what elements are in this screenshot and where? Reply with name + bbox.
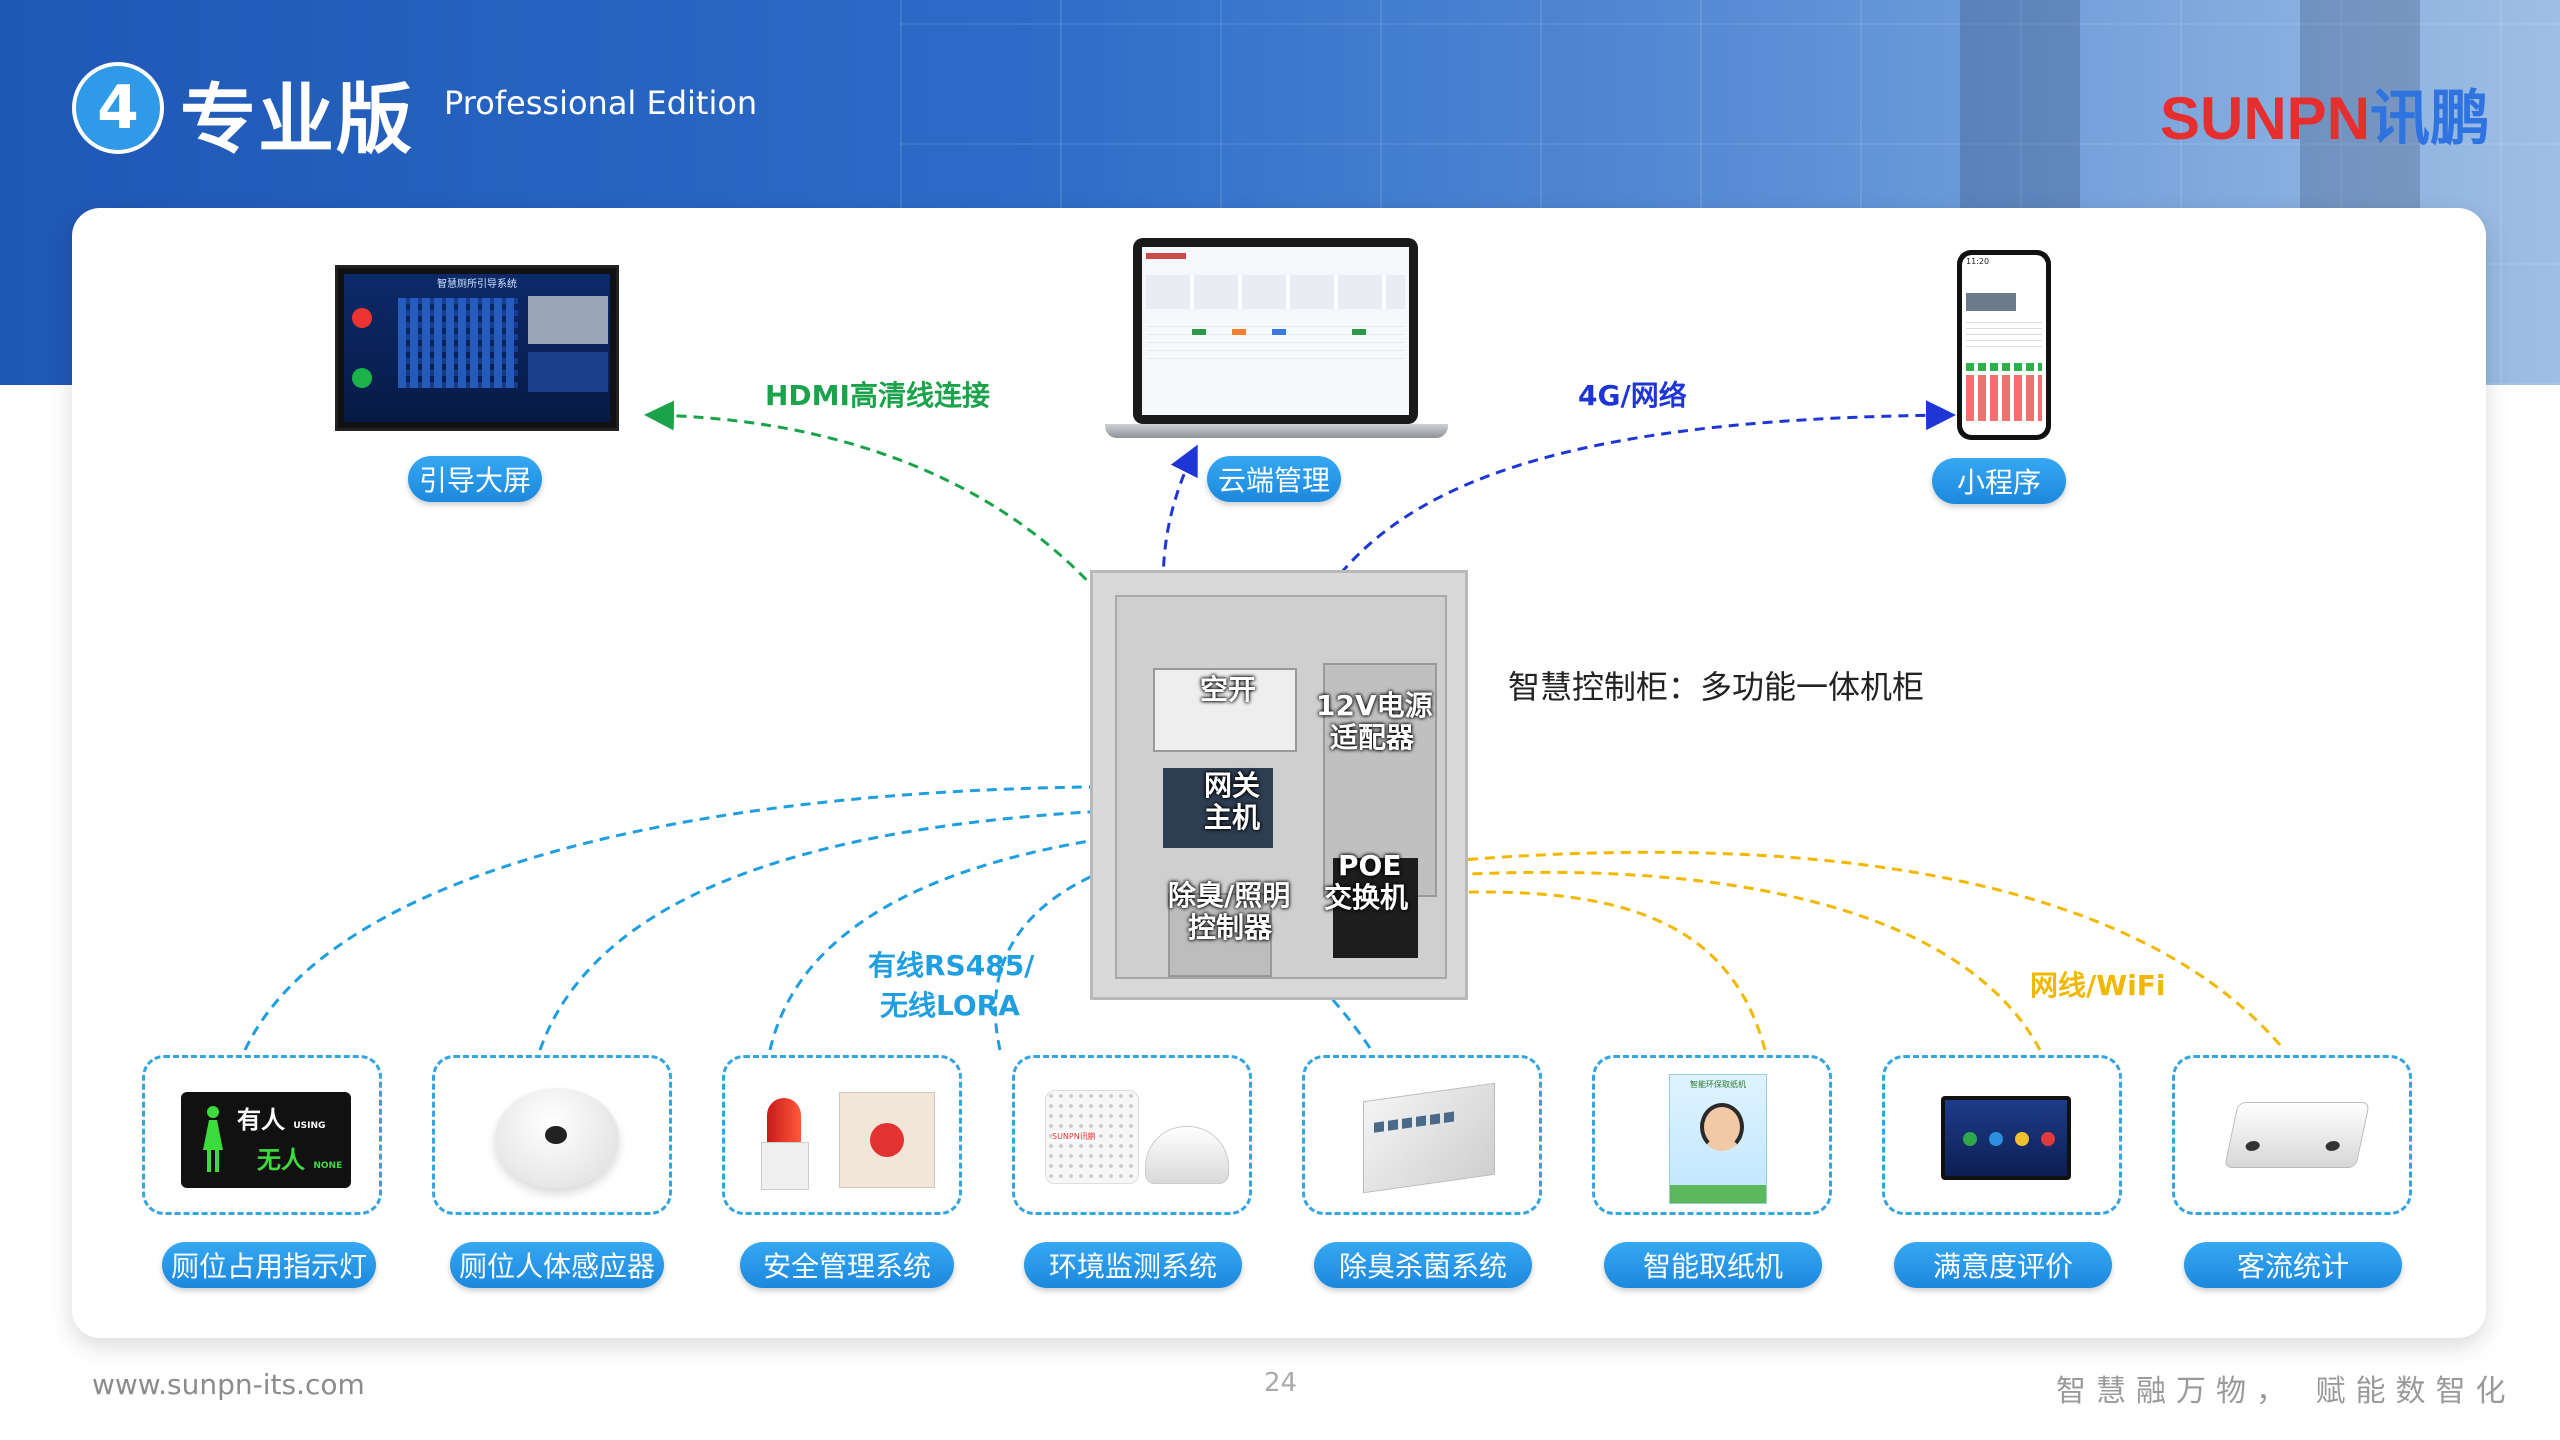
poe-label-1: POE [1338, 849, 1402, 882]
rating-terminal-image [1941, 1096, 2071, 1180]
device-card: 智能环保取纸机 [1592, 1055, 1832, 1215]
sign-using-text: 有人 [237, 1106, 285, 1134]
smoke-detector-image [1145, 1126, 1229, 1184]
device-label: 满意度评价 [1894, 1242, 2112, 1288]
controller-label-1: 除臭/照明 [1168, 879, 1291, 912]
controller-label-2: 控制器 [1188, 911, 1273, 944]
device-label: 智能取纸机 [1604, 1242, 1822, 1288]
device-card [722, 1055, 962, 1215]
phone-image: 11:20 [1957, 250, 2051, 440]
rs485-link-line [243, 771, 1196, 1051]
laptop-image [1133, 238, 1418, 424]
cabinet-breaker [1153, 668, 1297, 752]
deodorizer-image [1363, 1082, 1495, 1194]
wifi-link-label: 网线/WiFi [2030, 969, 2166, 1002]
wifi-link-line [1399, 878, 1767, 1051]
page-number: 24 [1264, 1368, 1298, 1398]
device-label: 安全管理系统 [740, 1242, 954, 1288]
human-sensor-image [495, 1088, 619, 1188]
guide-screen-image: 智慧厕所引导系统 [335, 265, 619, 431]
cabinet-description: 智慧控制柜：多功能一体机柜 [1508, 668, 1925, 706]
face-icon [1700, 1103, 1744, 1151]
4g-link-label: 4G/网络 [1578, 379, 1687, 412]
cabinet-gateway [1163, 768, 1273, 848]
cloud-management-label: 云端管理 [1207, 456, 1341, 502]
device-card [2172, 1055, 2412, 1215]
lora-link-label: 无线LORA [880, 989, 1020, 1022]
footer-url: www.sunpn-its.com [92, 1368, 365, 1401]
sign-none-text: 无人 [257, 1146, 305, 1174]
paper-machine-image: 智能环保取纸机 [1669, 1074, 1767, 1204]
page-subtitle: Professional Edition [444, 84, 758, 122]
poe-label-2: 交换机 [1324, 881, 1409, 914]
control-cabinet-image [1090, 570, 1468, 1000]
brand-logo-text: SUNPN [2160, 85, 2371, 152]
paper-machine-screen-text: 智能环保取纸机 [1690, 1080, 1746, 1089]
sign-none-small: NONE [313, 1161, 343, 1171]
gateway-label-1: 网关 [1204, 769, 1261, 802]
mini-program-label: 小程序 [1932, 458, 2066, 504]
env-sensor-image: SUNPN讯鹏 [1045, 1090, 1139, 1184]
guide-screen-title: 智慧厕所引导系统 [437, 279, 517, 290]
guide-screen-label: 引导大屏 [408, 456, 542, 502]
rs485-link-label: 有线RS485/ [868, 949, 1035, 982]
device-card: 有人 USING 无人 NONE [142, 1055, 382, 1215]
phone-status-time: 11:20 [1966, 257, 1990, 266]
people-counter-image [2223, 1102, 2371, 1168]
alarm-light-image [759, 1098, 809, 1190]
device-card [432, 1055, 672, 1215]
footer-slogan: 智慧融万物， 赋能数智化 [2056, 1374, 2516, 1409]
device-label: 除臭杀菌系统 [1314, 1242, 1532, 1288]
person-icon [203, 1106, 223, 1172]
device-label: 厕位占用指示灯 [162, 1242, 376, 1288]
section-number-badge: 4 [72, 62, 164, 154]
device-card [1302, 1055, 1542, 1215]
cabinet-controller [1168, 893, 1272, 977]
wifi-link-line [1399, 861, 2042, 1051]
device-label: 环境监测系统 [1024, 1242, 1242, 1288]
brand-logo: SUNPN讯鹏 [2160, 70, 2490, 157]
breaker-label: 空开 [1200, 673, 1257, 706]
device-label: 客流统计 [2184, 1242, 2402, 1288]
device-label: 厕位人体感应器 [450, 1242, 664, 1288]
emergency-button-image [839, 1092, 935, 1188]
cabinet-poe-switch [1333, 858, 1418, 958]
occupancy-sign-image: 有人 USING 无人 NONE [181, 1092, 351, 1188]
rs485-link-line [538, 793, 1196, 1051]
device-card [1882, 1055, 2122, 1215]
laptop-base [1105, 424, 1448, 438]
hdmi-link-label: HDMI高清线连接 [765, 379, 990, 412]
env-sensor-brand: SUNPN讯鹏 [1052, 1131, 1096, 1142]
brand-logo-cn: 讯鹏 [2370, 85, 2491, 152]
sign-using-small: USING [293, 1121, 326, 1131]
psu-label-1: 12V电源 [1316, 689, 1433, 722]
hdmi-link-line [644, 400, 1167, 691]
page-title: 专业版 [180, 75, 414, 164]
gateway-label-2: 主机 [1204, 801, 1261, 834]
wifi-link-line [1399, 847, 2282, 1046]
psu-label-2: 适配器 [1330, 721, 1415, 754]
device-card: SUNPN讯鹏 [1012, 1055, 1252, 1215]
